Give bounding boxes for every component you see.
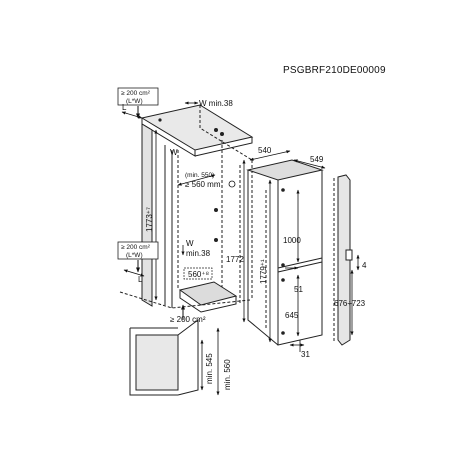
product-code: PSGBRF210DE00009 [283,65,386,76]
depth-min-note: (min. 550) [185,172,214,179]
letter-l-top: L [122,103,127,112]
niche-fixing-points [158,118,224,242]
bottom-vent-box [117,241,159,260]
depth-min-value: ≥ 560 mm [185,180,221,189]
plinth-depth-box [183,267,213,280]
top-vent-label: ≥ 200 cm² [121,90,151,97]
bottom-vent-unit: (L*W) [126,252,143,259]
clock-icon [228,180,236,188]
top-vent-box [117,87,159,106]
depth-full: 549 [310,155,324,164]
letter-l-bottom: L [138,275,143,284]
upper-section: 1000 [283,236,301,245]
door-gap: 4 [362,261,367,270]
w-min-top: W min.38 [199,99,233,108]
niche-cabinet [119,104,254,313]
door-profile [333,174,353,346]
door-adjust: 676÷723 [334,299,366,308]
letter-w-side: W [170,148,178,157]
w-min-mid-value: min.38 [186,249,211,258]
foot-value: 31 [301,350,310,359]
lower-section: 645 [285,311,299,320]
w-min-mid-letter: W [186,239,194,248]
gap-value: 51 [294,285,303,294]
height-niche: 1773⁺⁷ [145,207,154,232]
top-vent-unit: (L*W) [126,98,143,105]
detail-outer-depth: min. 560 [223,359,232,390]
height-total: 1779⁺¹ [259,259,268,284]
bottom-vent-label: ≥ 200 cm² [121,244,151,251]
plinth-depth: 560⁺⁸ [188,270,209,279]
detail-cross-section [129,319,199,396]
detail-inner-depth: min. 545 [205,353,214,384]
height-inner: 1772 [226,255,244,264]
appliance-hinge-points [281,188,285,335]
depth-top: 540 [258,146,272,155]
floor-vent: ≥ 200 cm² [170,315,206,324]
